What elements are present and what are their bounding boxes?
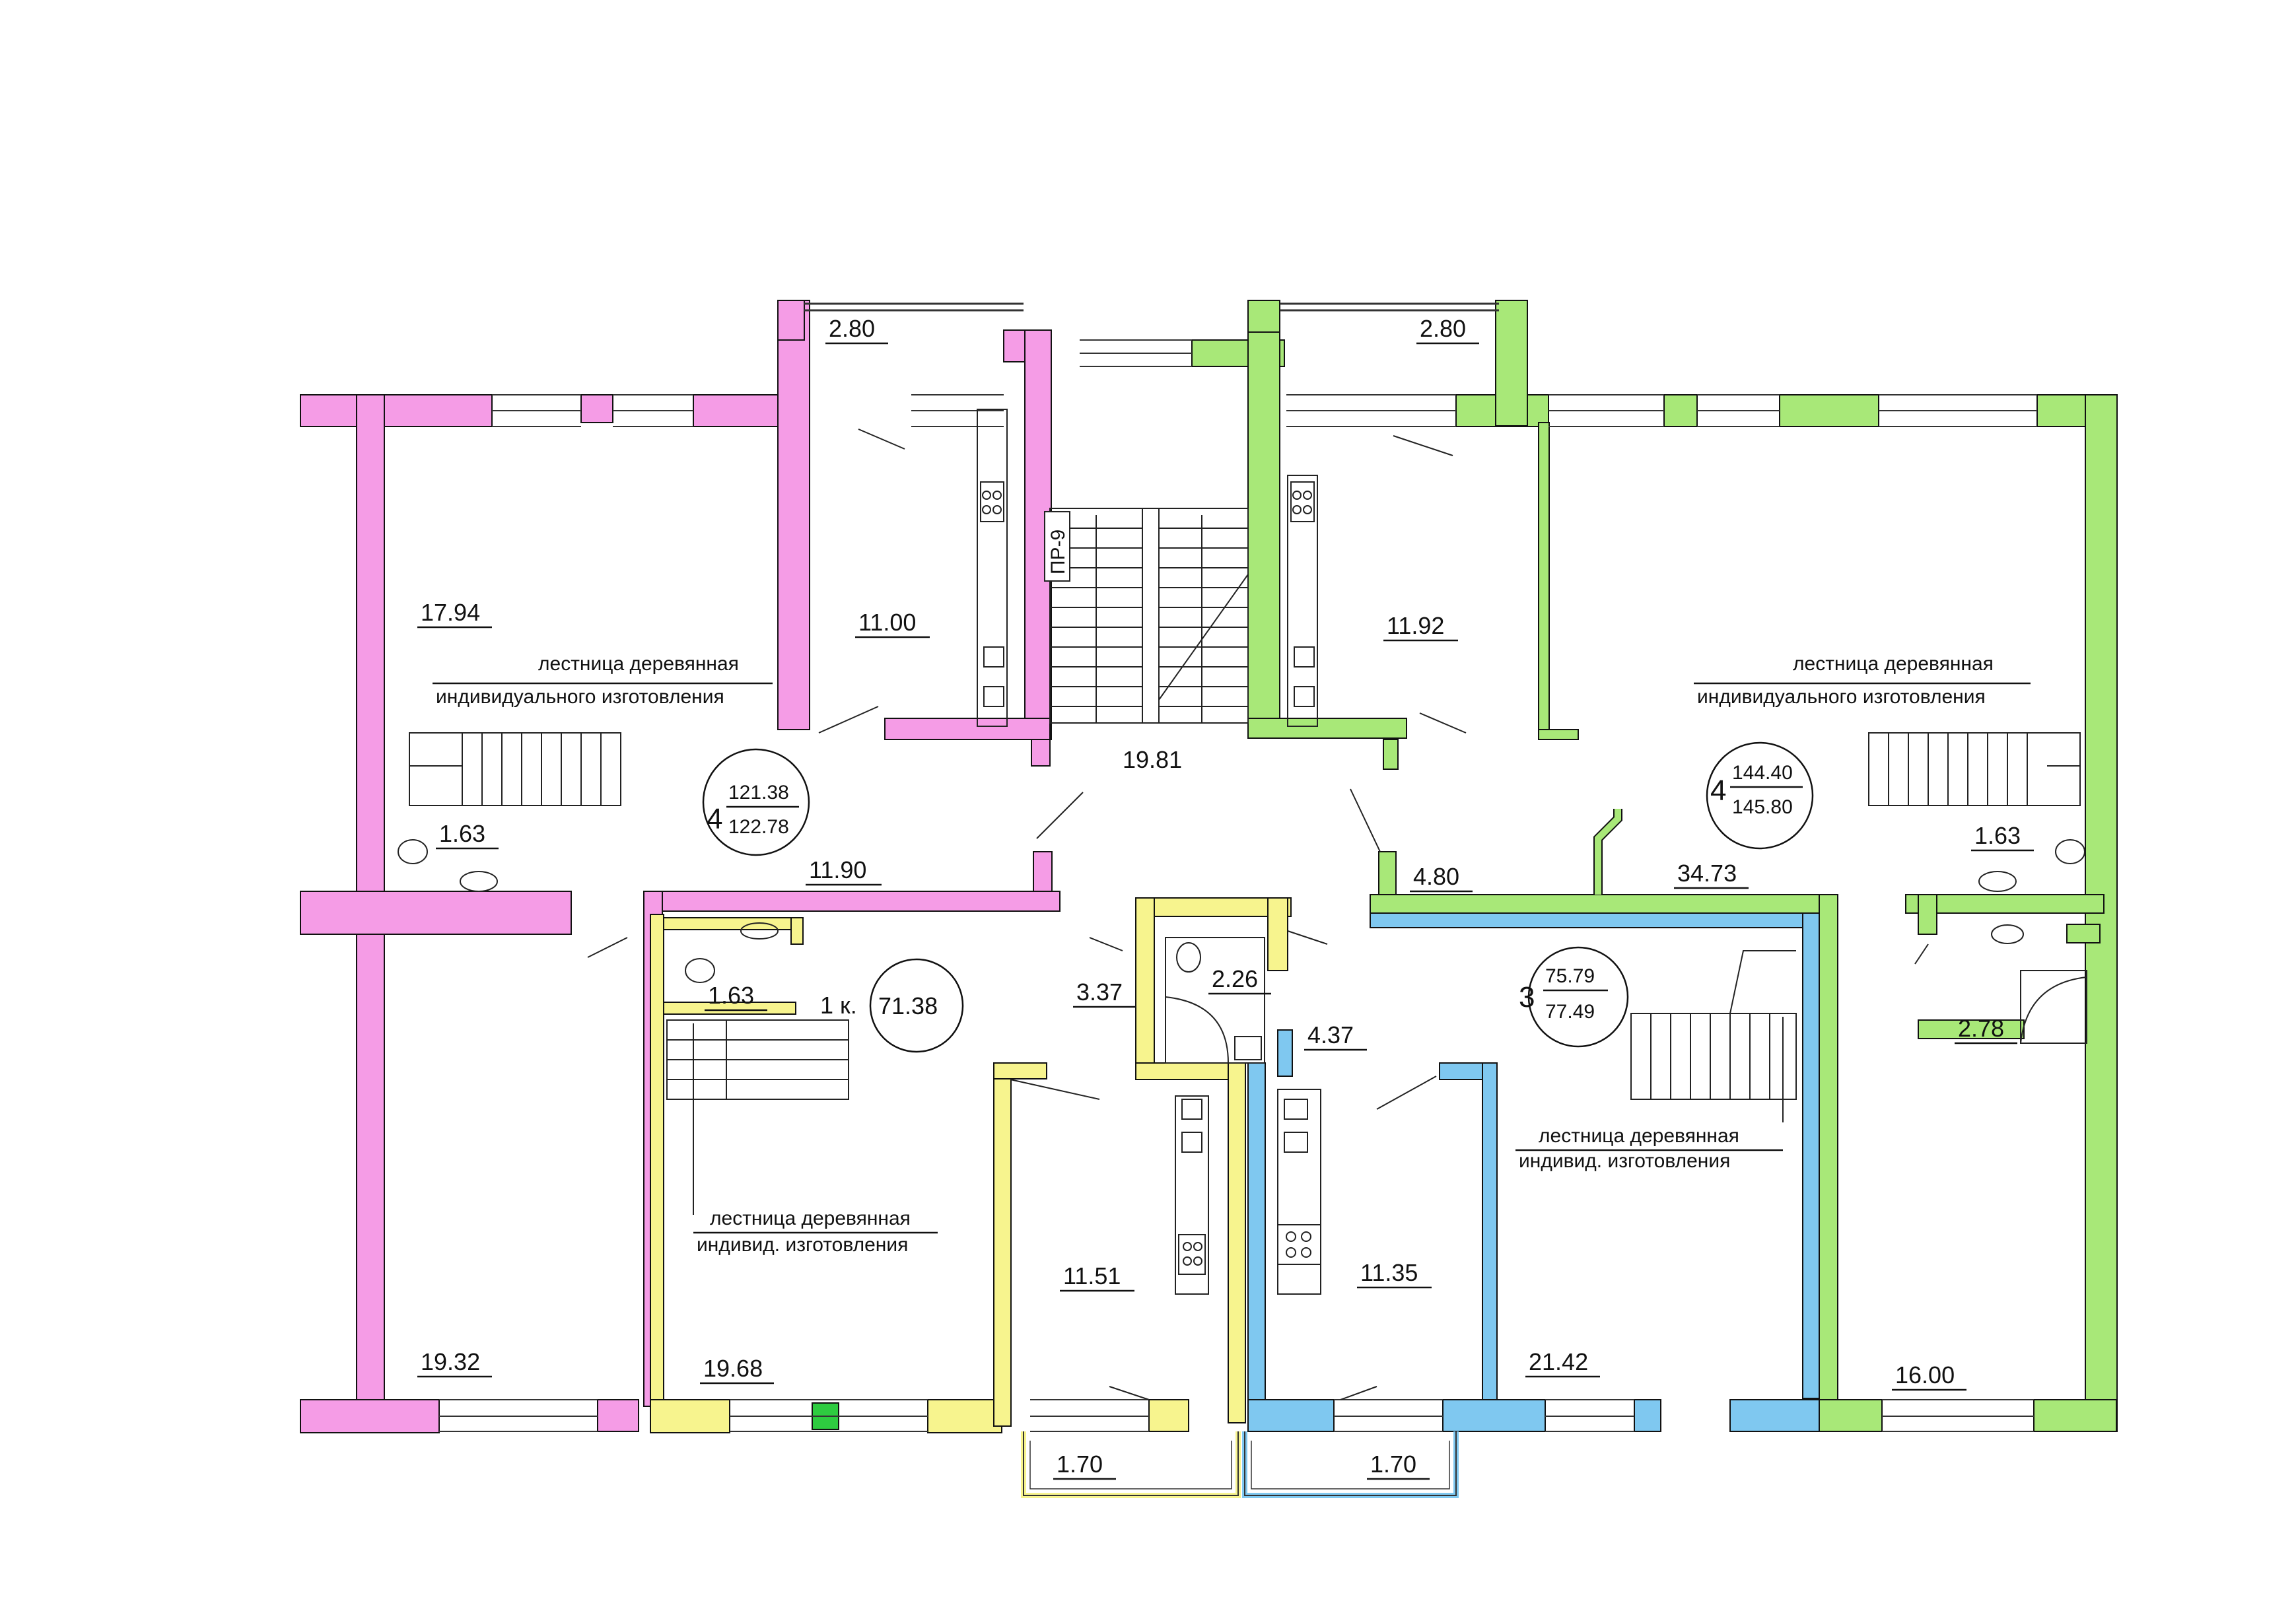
room-area-11-90: 11.90 [809,856,866,883]
room-area-17-94: 17.94 [421,599,480,626]
balcony-area-top-right: 2.80 [1420,315,1466,342]
apartment-three-room-area-bottom: 77.49 [1545,1001,1595,1023]
apartment-left-rooms: 4 [707,803,722,835]
apartment-right-area-bottom: 145.80 [1732,796,1793,818]
apartment-three-room-rooms: 3 [1519,981,1535,1013]
stair-right-wooden [1868,732,2081,806]
apartment-left-area-top: 121.38 [728,782,789,804]
balcony-top-outlines [804,302,1499,312]
room-area-1-63-c: 1.63 [1974,822,2021,849]
balcony-area-bottom-right: 1.70 [1370,1451,1416,1478]
apartment-one-room-area: 71.38 [878,992,938,1019]
room-area-2-78: 2.78 [1958,1015,2004,1042]
apartment-right-walls [1191,300,2118,1432]
stair-left-wooden [409,732,621,806]
apartment-left-walls [300,300,1061,1433]
room-area-4-80: 4.80 [1413,863,1459,890]
room-area-11-00: 11.00 [858,609,916,636]
apartment-three-room-walls [1247,912,1820,1432]
balcony-area-bottom-left: 1.70 [1057,1451,1103,1478]
code-box [1044,511,1070,582]
note-stair-left-line2: индивидуального изготовления [436,686,724,708]
apartment-badge-left: 4 121.38 122.78 [702,748,810,856]
fixtures [398,409,2087,1295]
room-area-11-92: 11.92 [1387,612,1444,639]
stair-blue-wooden [1630,950,1797,1100]
room-area-19-32: 19.32 [421,1348,480,1375]
note-stair-blue-line2: индивид. изготовления [1519,1150,1730,1172]
note-stair-right-line2: индивидуального изготовления [1697,686,1986,708]
room-area-1-63-a: 1.63 [439,820,485,847]
room-area-3-37: 3.37 [1076,978,1123,1006]
apartment-right-rooms: 4 [1710,774,1726,807]
stair-core-code: ПР-9 [1047,530,1069,574]
apartment-right-area-top: 144.40 [1732,762,1793,784]
note-stair-yellow-line2: индивид. изготовления [697,1234,908,1256]
room-area-11-35: 11.35 [1360,1259,1418,1286]
apartment-badge-right: 4 144.40 145.80 [1706,741,1814,850]
note-stair-yellow-line1: лестница деревянная [710,1208,911,1229]
room-area-2-26: 2.26 [1212,965,1258,992]
room-area-34-73: 34.73 [1677,860,1737,887]
room-area-11-51: 11.51 [1063,1262,1121,1289]
apartment-badge-one-room: 1 к. 71.38 [820,958,964,1053]
note-stair-right-line1: лестница деревянная [1793,653,1994,675]
note-stair-left-line1: лестница деревянная [538,653,739,675]
note-stair-blue-line1: лестница деревянная [1539,1125,1739,1147]
windows [439,339,2037,1432]
balcony-area-top-left: 2.80 [829,315,875,342]
room-area-19-68: 19.68 [703,1355,763,1382]
stair-core-area: 19.81 [1123,746,1182,773]
room-area-21-42: 21.42 [1529,1348,1588,1375]
apartment-one-room-walls [650,897,1292,1433]
apartment-one-room-rooms: 1 к. [820,992,857,1019]
room-area-4-37: 4.37 [1307,1021,1354,1048]
room-area-16-00: 16.00 [1895,1361,1955,1388]
door-swing-lines [587,428,1929,1400]
apartment-left-area-bottom: 122.78 [728,816,789,838]
balcony-bottom-outlines [1021,1431,1459,1498]
apartment-badge-three-room: 3 75.79 77.49 [1519,946,1629,1048]
stair-yellow-wooden [666,1019,849,1100]
stair-core [1049,508,1249,724]
room-area-1-63-b: 1.63 [708,982,754,1009]
apartment-three-room-area-top: 75.79 [1545,965,1595,987]
